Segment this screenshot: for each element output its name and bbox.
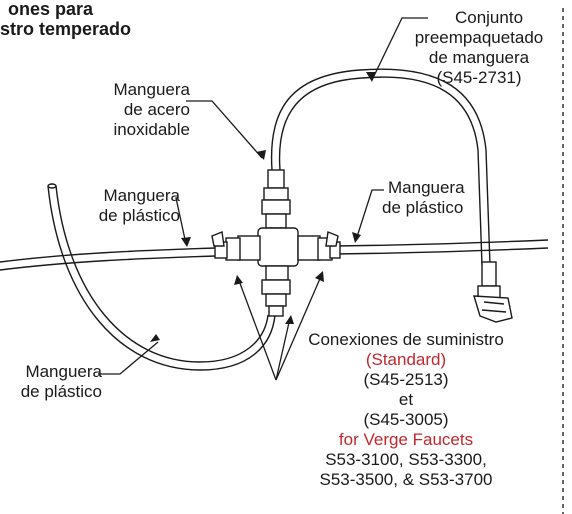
plastic-hose-right-line-1: Manguera — [388, 178, 465, 197]
title-line-2: stro temperado — [0, 19, 132, 39]
plastic-hose-bottom-line-2: de plástico — [20, 382, 102, 401]
plastic-hose-left-line-2: de plástico — [98, 206, 180, 225]
leader-lines — [98, 17, 428, 381]
supply-models-2: S53-3500, & S53-3700 — [319, 470, 493, 489]
hose-kit-label: Conjunto preempaquetado de manguera (S45… — [394, 8, 564, 88]
title-line-1: ones para — [8, 0, 94, 19]
supply-part-1: (S45-2513) — [363, 370, 449, 389]
hose-kit-line-2: preempaquetado — [414, 28, 544, 47]
supply-models-1: S53-3100, S53-3300, — [325, 450, 487, 469]
plastic-hose-left-line-1: Manguera — [103, 186, 180, 205]
stainless-steel-hose — [270, 68, 491, 266]
plastic-hose-bottom-label: Manguera de plástico — [2, 362, 102, 402]
steel-hose-line-2: de acero — [123, 100, 190, 119]
curved-plastic-hose — [47, 183, 276, 371]
supply-heading: Conexiones de suministro — [308, 330, 504, 349]
page-title: ones para stro temperado — [0, 0, 131, 40]
hose-end-fitting — [473, 261, 513, 323]
steel-hose-line-1: Manguera — [113, 80, 190, 99]
hose-kit-line-3: de manguera — [428, 48, 530, 67]
plastic-hose-left-label: Manguera de plástico — [70, 186, 180, 226]
steel-hose-line-3: inoxidable — [113, 120, 190, 139]
cross-fitting — [211, 169, 341, 317]
hose-kit-line-1: Conjunto — [454, 8, 524, 27]
arrowheads — [150, 72, 376, 342]
supply-standard: (Standard) — [365, 350, 447, 369]
supply-and: et — [398, 390, 414, 409]
hose-kit-line-4: (S45-2731) — [436, 68, 522, 87]
supply-part-2: (S45-3005) — [363, 410, 449, 429]
plastic-hose-right-label: Manguera de plástico — [382, 178, 492, 218]
plastic-hose-bottom-line-1: Manguera — [25, 362, 102, 381]
steel-hose-label: Manguera de acero inoxidable — [80, 80, 190, 140]
plastic-hose-right-line-2: de plástico — [382, 198, 464, 217]
horizontal-plastic-hose — [0, 239, 549, 271]
supply-connections-label: Conexiones de suministro (Standard) (S45… — [296, 330, 516, 490]
supply-verge: for Verge Faucets — [338, 430, 474, 449]
